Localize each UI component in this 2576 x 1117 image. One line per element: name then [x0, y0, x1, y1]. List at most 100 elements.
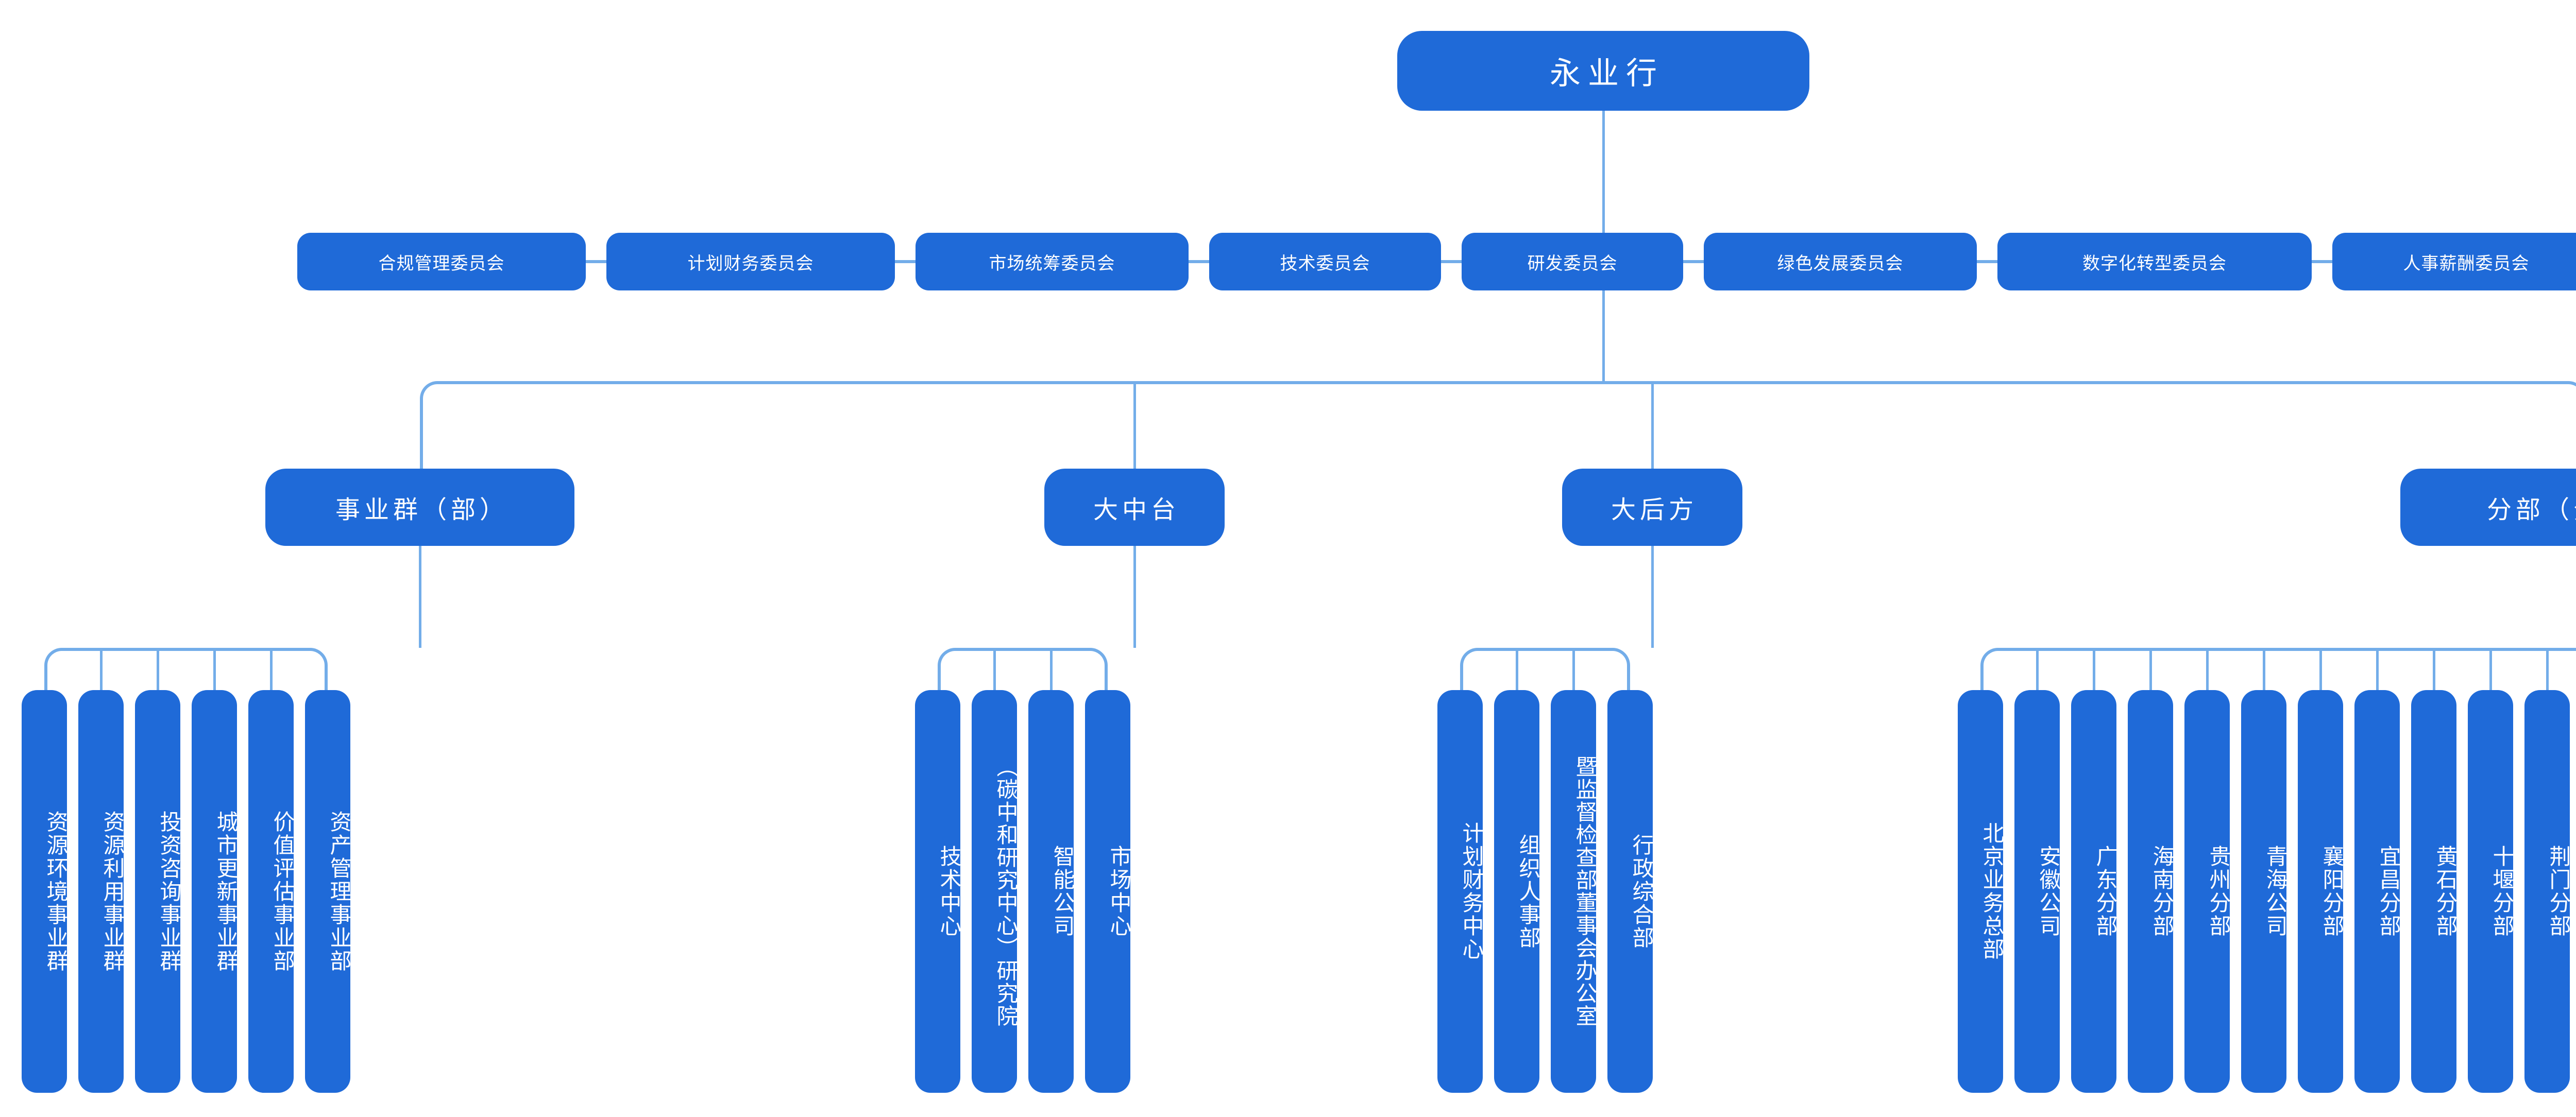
node-label: 事业群（部）: [335, 496, 509, 524]
leaf-node-2-2[interactable]: （碳中和研究中心）研究院: [972, 690, 1018, 1093]
node-label: 暨监督检查部: [1573, 755, 1597, 891]
leaf-node-2-1[interactable]: 技术中心: [915, 690, 961, 1093]
leaf-node-4-2[interactable]: 安徽公司: [2014, 690, 2061, 1093]
committee-node-2[interactable]: 计划财务委员会: [606, 233, 895, 290]
node-label: 研发委员会: [1527, 253, 1618, 273]
committee-link-5: [1683, 260, 1704, 263]
committee-link-6: [1977, 260, 1997, 263]
node-label: 大后方: [1611, 496, 1698, 524]
group-bus: [420, 381, 2576, 469]
committee-link-1: [586, 260, 606, 263]
group-node-3[interactable]: 大后方: [1562, 469, 1742, 546]
node-label: 十堰分部: [2490, 845, 2514, 938]
node-label: 资源环境事业群: [44, 810, 68, 973]
node-label: 董事会办公室: [1573, 891, 1597, 1027]
committee-node-5[interactable]: 研发委员会: [1462, 233, 1683, 290]
node-label: 永业行: [1550, 56, 1664, 91]
leaf-drop-1-5: [269, 648, 273, 690]
leaf-node-4-5[interactable]: 贵州分部: [2184, 690, 2231, 1093]
leaf-drop-4-5: [2206, 648, 2209, 690]
leaf-drop-2-2: [993, 648, 996, 690]
leaf-node-3-3[interactable]: 暨监督检查部董事会办公室: [1551, 690, 1597, 1093]
committee-link-7: [2312, 260, 2332, 263]
node-label: 绿色发展委员会: [1777, 253, 1904, 273]
group-node-1[interactable]: 事业群（部）: [265, 469, 574, 546]
node-label: 组织人事部: [1516, 833, 1540, 950]
node-label: 安徽公司: [2037, 845, 2061, 938]
leaf-node-4-10[interactable]: 十堰分部: [2468, 690, 2514, 1093]
committee-node-7[interactable]: 数字化转型委员会: [1997, 233, 2312, 290]
node-label: 荆门分部: [2547, 845, 2571, 938]
committee-link-3: [1189, 260, 1209, 263]
node-label: 海南分部: [2150, 845, 2174, 938]
committee-link-4: [1441, 260, 1462, 263]
node-label: 人事薪酬委员会: [2403, 253, 2530, 273]
node-label: （碳中和研究中心）: [994, 755, 1018, 959]
committee-node-8[interactable]: 人事薪酬委员会: [2332, 233, 2576, 290]
node-label: 行政综合部: [1630, 833, 1654, 950]
leaf-drop-4-2: [2036, 648, 2039, 690]
node-label: 贵州分部: [2207, 845, 2231, 938]
leaf-bus-3: [1460, 648, 1630, 690]
leaf-node-1-6[interactable]: 资产管理事业部: [305, 690, 351, 1093]
leaf-node-1-5[interactable]: 价值评估事业部: [248, 690, 295, 1093]
node-label: 城市更新事业群: [214, 810, 238, 973]
leaf-node-2-4[interactable]: 市场中心: [1085, 690, 1131, 1093]
node-label: 广东分部: [2093, 845, 2117, 938]
node-label: 青海公司: [2263, 845, 2287, 938]
leaf-node-1-2[interactable]: 资源利用事业群: [78, 690, 125, 1093]
leaf-node-4-4[interactable]: 海南分部: [2128, 690, 2174, 1093]
node-label: 分部（分公司）: [2486, 496, 2576, 524]
node-label: 襄阳分部: [2320, 845, 2344, 938]
node-label: 价值评估事业部: [270, 810, 295, 973]
node-label: 技术中心: [937, 845, 961, 938]
leaf-node-1-1[interactable]: 资源环境事业群: [22, 690, 68, 1093]
node-label: 研究院: [994, 959, 1018, 1027]
leaf-drop-4-8: [2376, 648, 2379, 690]
leaf-node-4-8[interactable]: 宜昌分部: [2354, 690, 2401, 1093]
leaf-drop-4-10: [2489, 648, 2492, 690]
node-label: 计划财务中心: [1460, 822, 1484, 961]
leaf-bus-2: [938, 648, 1108, 690]
leaf-drop-4-3: [2092, 648, 2095, 690]
root-stem-lower: [1602, 290, 1605, 381]
leaf-node-3-4[interactable]: 行政综合部: [1607, 690, 1654, 1093]
leaf-drop-1-4: [213, 648, 216, 690]
committee-node-3[interactable]: 市场统筹委员会: [916, 233, 1189, 290]
root-stem: [1602, 111, 1605, 233]
node-label: 市场统筹委员会: [989, 253, 1115, 273]
committee-node-6[interactable]: 绿色发展委员会: [1704, 233, 1977, 290]
group-node-2[interactable]: 大中台: [1044, 469, 1225, 546]
leaf-node-2-3[interactable]: 智能公司: [1028, 690, 1075, 1093]
node-label: 合规管理委员会: [378, 253, 505, 273]
group-drop-2: [1133, 381, 1136, 469]
leaf-node-4-6[interactable]: 青海公司: [2241, 690, 2287, 1093]
node-label: 智能公司: [1050, 845, 1075, 938]
leaf-node-3-1[interactable]: 计划财务中心: [1437, 690, 1484, 1093]
leaf-node-1-4[interactable]: 城市更新事业群: [192, 690, 238, 1093]
leaf-node-4-11[interactable]: 荆门分部: [2524, 690, 2571, 1093]
committee-node-1[interactable]: 合规管理委员会: [297, 233, 586, 290]
committee-node-4[interactable]: 技术委员会: [1209, 233, 1441, 290]
leaf-node-4-1[interactable]: 北京业务总部: [1958, 690, 2004, 1093]
root-node[interactable]: 永业行: [1397, 31, 1809, 111]
leaf-drop-4-4: [2149, 648, 2152, 690]
node-label: 技术委员会: [1280, 253, 1370, 273]
leaf-drop-4-9: [2432, 648, 2435, 690]
leaf-drop-3-3: [1572, 648, 1575, 690]
node-label: 北京业务总部: [1980, 822, 2004, 961]
node-label: 数字化转型委员会: [2082, 253, 2227, 273]
group-node-4[interactable]: 分部（分公司）: [2400, 469, 2576, 546]
leaf-node-4-7[interactable]: 襄阳分部: [2298, 690, 2344, 1093]
node-label: 市场中心: [1107, 845, 1131, 938]
leaf-node-4-9[interactable]: 黄石分部: [2411, 690, 2458, 1093]
node-label: 大中台: [1093, 496, 1180, 524]
leaf-drop-4-6: [2262, 648, 2265, 690]
leaf-drop-4-11: [2546, 648, 2549, 690]
leaf-drop-1-2: [99, 648, 103, 690]
group-stem-2: [1133, 546, 1136, 648]
leaf-bus-1: [44, 648, 328, 690]
leaf-node-3-2[interactable]: 组织人事部: [1494, 690, 1540, 1093]
leaf-node-4-3[interactable]: 广东分部: [2071, 690, 2117, 1093]
leaf-node-1-3[interactable]: 投资咨询事业群: [135, 690, 181, 1093]
